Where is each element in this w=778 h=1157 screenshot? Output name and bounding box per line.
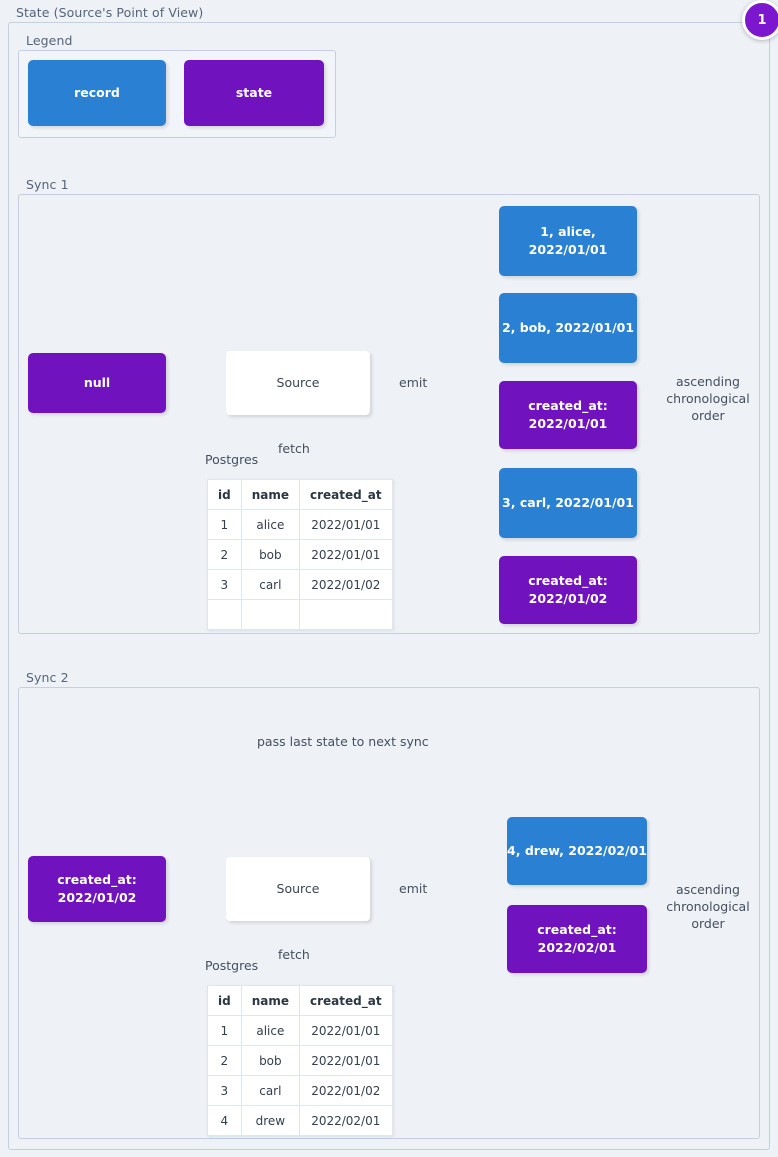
cell-id: 1	[207, 509, 242, 540]
sync1-input-state: null	[28, 353, 166, 413]
cell-id: 2	[207, 1045, 242, 1076]
table-row: 2 bob 2022/01/01	[207, 539, 393, 570]
sync1-source: Source	[226, 351, 370, 415]
step-badge[interactable]: 1	[742, 0, 778, 40]
diagram-title: State (Source's Point of View)	[12, 5, 208, 20]
cell-id: 3	[207, 1075, 242, 1106]
cell-id: 1	[207, 1015, 242, 1046]
sync2-db-label: Postgres	[205, 958, 259, 973]
cell-created-at	[299, 599, 393, 630]
cell-name: alice	[240, 1015, 301, 1046]
sync2-emit-label: emit	[396, 881, 431, 896]
sync1-emitted-record-3-label: 3, carl, 2022/01/01	[502, 494, 634, 510]
column-header-name: name	[240, 479, 301, 510]
cell-created-at: 2022/01/01	[299, 1045, 393, 1076]
cell-name: bob	[240, 539, 301, 570]
sync2-emitted-state-1: created_at: 2022/02/01	[507, 905, 647, 973]
cell-id: 3	[207, 569, 242, 600]
sync1-fetch-label: fetch	[275, 441, 313, 456]
sync2-input-state-line2: 2022/01/02	[57, 890, 137, 905]
legend-item-record-label: record	[74, 84, 120, 100]
cell-id: 2	[207, 539, 242, 570]
pass-state-label: pass last state to next sync	[254, 734, 432, 749]
sync1-order-line-1: ascending	[676, 374, 740, 389]
sync1-emitted-record-1: 1, alice, 2022/01/01	[499, 206, 637, 276]
sync2-source: Source	[226, 857, 370, 921]
sync1-emitted-state-2: created_at: 2022/01/02	[499, 556, 637, 624]
table-header-row: id name created_at	[207, 985, 393, 1016]
sync2-input-state: created_at: 2022/01/02	[28, 856, 166, 922]
table-row: 1 alice 2022/01/01	[207, 1015, 393, 1046]
sync1-emit-label: emit	[396, 375, 431, 390]
sync1-order-line-2: chronological	[666, 390, 750, 406]
sync1-order-line-3: order	[691, 407, 725, 423]
sync2-input-state-line1: created_at:	[57, 871, 137, 887]
sync1-emitted-record-2: 2, bob, 2022/01/01	[499, 293, 637, 363]
cell-name: carl	[240, 1075, 301, 1106]
step-badge-label: 1	[757, 12, 767, 28]
cell-id: 4	[207, 1105, 242, 1136]
legend-label: Legend	[22, 33, 77, 48]
sync1-postgres-table: id name created_at 1 alice 2022/01/01 2 …	[207, 479, 393, 630]
sync1-emitted-state-1-line1: created_at:	[528, 397, 608, 413]
column-header-id: id	[207, 479, 242, 510]
sync2-label: Sync 2	[22, 670, 73, 685]
sync1-label: Sync 1	[22, 177, 73, 192]
sync2-order-line-1: ascending	[676, 882, 740, 897]
sync1-emitted-record-1-label: 1, alice, 2022/01/01	[528, 223, 608, 257]
sync1-order-label: ascending chronological order	[660, 372, 756, 427]
sync1-emitted-state-1-line2: 2022/01/01	[528, 416, 608, 431]
table-row: 3 carl 2022/01/02	[207, 569, 393, 600]
sync1-emitted-record-2-label: 2, bob, 2022/01/01	[501, 319, 635, 335]
cell-name: bob	[240, 1045, 301, 1076]
sync1-emitted-state-1: created_at: 2022/01/01	[499, 381, 637, 449]
cell-created-at: 2022/01/02	[299, 569, 393, 600]
cell-id	[207, 599, 242, 630]
sync2-emitted-record-1-label: 4, drew, 2022/02/01	[507, 842, 647, 858]
cell-created-at: 2022/01/01	[299, 509, 393, 540]
table-row: 3 carl 2022/01/02	[207, 1075, 393, 1106]
sync2-order-line-3: order	[691, 915, 725, 931]
sync1-db-label: Postgres	[205, 452, 259, 467]
cell-name	[240, 599, 301, 630]
column-header-id: id	[207, 985, 242, 1016]
table-row: 2 bob 2022/01/01	[207, 1045, 393, 1076]
legend-item-record: record	[28, 60, 166, 126]
sync1-emitted-record-3: 3, carl, 2022/01/01	[499, 468, 637, 538]
table-row-empty	[207, 599, 393, 630]
sync2-order-label: ascending chronological order	[660, 880, 756, 935]
cell-name: drew	[240, 1105, 301, 1136]
sync2-emitted-state-1-line2: 2022/02/01	[537, 940, 617, 955]
sync1-source-label: Source	[276, 374, 320, 390]
cell-created-at: 2022/02/01	[299, 1105, 393, 1136]
sync2-order-line-2: chronological	[666, 898, 750, 914]
table-header-row: id name created_at	[207, 479, 393, 510]
column-header-created-at: created_at	[299, 479, 393, 510]
sync2-postgres-table: id name created_at 1 alice 2022/01/01 2 …	[207, 985, 393, 1136]
cell-created-at: 2022/01/01	[299, 539, 393, 570]
sync2-fetch-label: fetch	[275, 947, 313, 962]
cell-created-at: 2022/01/01	[299, 1015, 393, 1046]
legend-item-state: state	[184, 60, 324, 126]
sync1-emitted-state-2-line2: 2022/01/02	[528, 591, 608, 606]
cell-name: carl	[240, 569, 301, 600]
column-header-created-at: created_at	[299, 985, 393, 1016]
legend-item-state-label: state	[235, 84, 273, 100]
cell-created-at: 2022/01/02	[299, 1075, 393, 1106]
sync2-emitted-record-1: 4, drew, 2022/02/01	[507, 817, 647, 885]
sync1-input-state-label: null	[83, 374, 111, 390]
sync2-source-label: Source	[276, 880, 320, 896]
sync1-emitted-state-2-line1: created_at:	[528, 572, 608, 588]
column-header-name: name	[240, 985, 301, 1016]
cell-name: alice	[240, 509, 301, 540]
table-row: 4 drew 2022/02/01	[207, 1105, 393, 1136]
sync2-emitted-state-1-line1: created_at:	[537, 921, 617, 937]
table-row: 1 alice 2022/01/01	[207, 509, 393, 540]
